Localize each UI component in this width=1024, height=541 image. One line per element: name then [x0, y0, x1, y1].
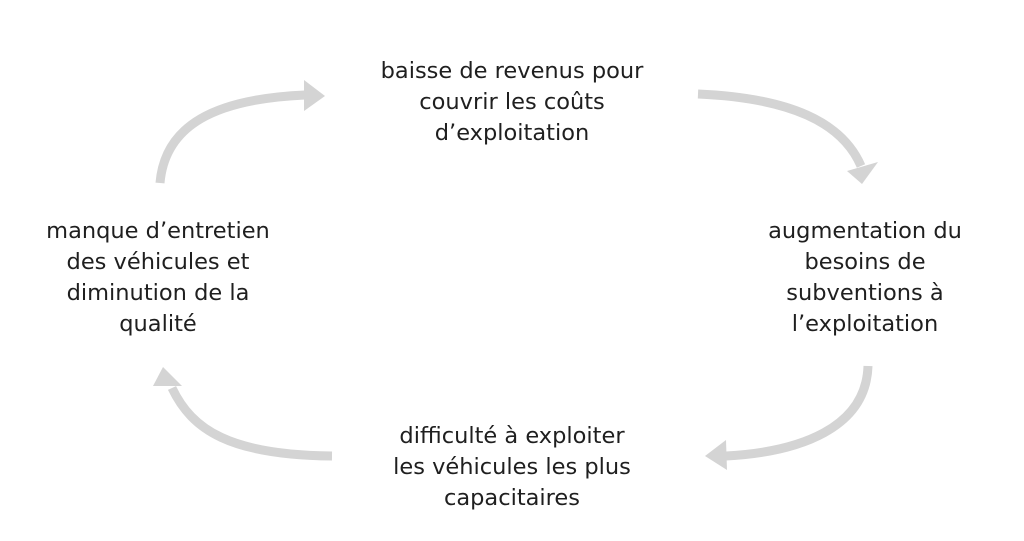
arrow-left-to-top — [155, 80, 325, 184]
arrow-right-to-bottom-head — [705, 440, 727, 470]
arrow-bottom-to-left-shaft — [167, 386, 333, 461]
node-left-line: qualité — [119, 311, 197, 337]
node-left-line: des véhicules et — [66, 249, 250, 275]
arrow-right-to-bottom-shaft — [725, 365, 873, 461]
arrow-bottom-to-left-head — [153, 367, 182, 386]
cycle-node-right: augmentation du besoins de subventions à… — [745, 216, 985, 340]
arrow-top-to-right-head — [847, 162, 878, 184]
node-left-line: manque d’entretien — [46, 218, 270, 244]
node-top-line: baisse de revenus pour — [380, 58, 644, 84]
cycle-node-left: manque d’entretien des véhicules et dimi… — [20, 216, 296, 340]
node-right-line: besoins de — [804, 249, 926, 275]
arrow-left-to-top-head — [304, 80, 325, 111]
node-right-line: l’exploitation — [791, 311, 939, 337]
arrow-top-to-right-shaft — [697, 89, 866, 168]
node-bottom-line: difficulté à exploiter — [399, 423, 625, 449]
arrow-left-to-top-shaft — [155, 90, 306, 184]
arrow-top-to-right — [697, 89, 878, 184]
node-right-line: subventions à — [786, 280, 944, 306]
node-top-line: d’exploitation — [434, 120, 590, 146]
node-left-line: diminution de la — [66, 280, 250, 306]
node-top-line: couvrir les coûts — [419, 89, 605, 115]
node-bottom-line: les véhicules les plus — [393, 454, 631, 480]
node-right-line: augmentation du — [768, 218, 962, 244]
arrow-bottom-to-left — [153, 367, 333, 461]
cycle-node-bottom: difficulté à exploiter les véhicules les… — [352, 421, 672, 514]
arrow-right-to-bottom — [705, 365, 873, 470]
node-bottom-line: capacitaires — [443, 485, 581, 511]
cycle-node-top: baisse de revenus pour couvrir les coûts… — [340, 56, 684, 149]
